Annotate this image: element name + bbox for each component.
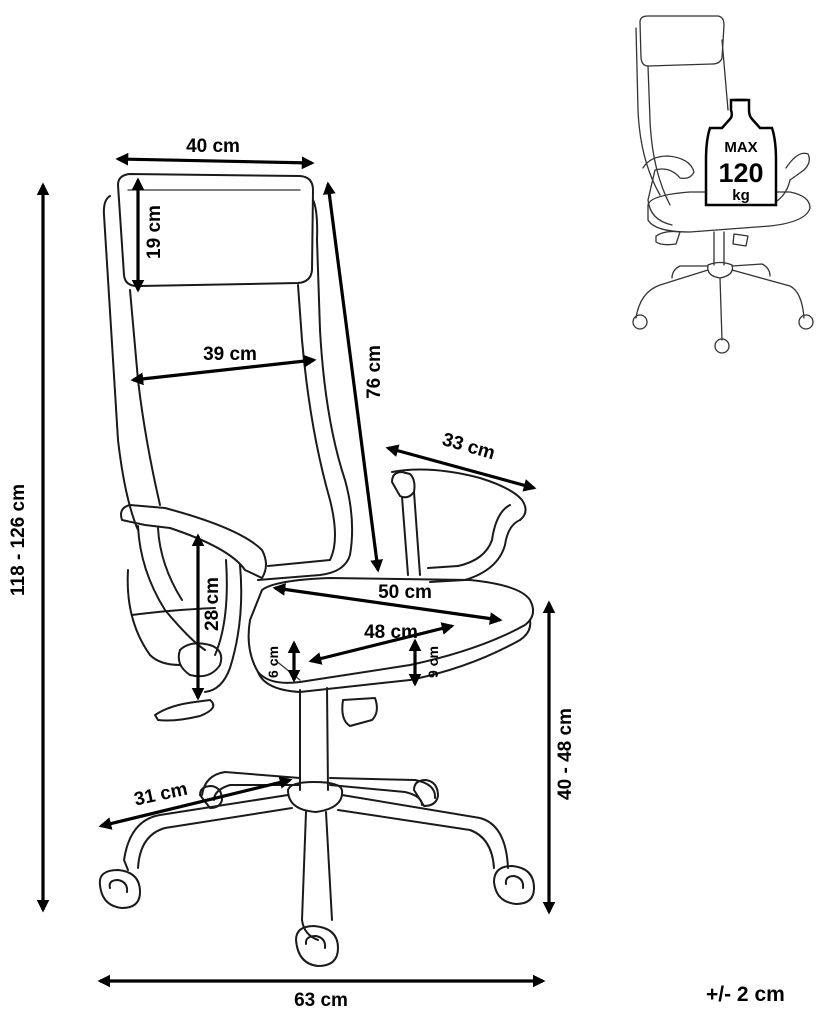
backrest-height-line [322, 181, 384, 573]
armrest-length-line [385, 444, 537, 492]
max-load-unit: kg [732, 187, 750, 204]
tolerance-note: +/- 2 cm [706, 983, 785, 1006]
weight-icon [704, 98, 778, 207]
seat-thickness-front-label: 6 cm [265, 646, 281, 678]
dimension-labels: 118 - 126 cm 40 cm 19 cm 39 cm 76 cm 33 … [8, 136, 576, 1011]
backrest-height-label: 76 cm [364, 345, 385, 399]
base-width-label: 63 cm [294, 990, 348, 1011]
seat-height-label: 40 - 48 cm [555, 708, 576, 800]
armrest-height-label: 28 cm [202, 577, 223, 631]
max-load-illustration: MAX 120 kg [632, 15, 814, 354]
max-load-label: MAX [724, 139, 757, 156]
seat-depth-line [308, 622, 455, 665]
seat-width-line [272, 583, 503, 625]
headrest-width-label: 40 cm [186, 136, 240, 157]
backrest-width-label: 39 cm [203, 344, 257, 365]
seat-depth-label: 48 cm [364, 622, 418, 643]
headrest-width-line [115, 152, 315, 170]
backrest-width-line [130, 354, 317, 386]
max-load-value: 120 [718, 158, 763, 188]
dimension-lines [36, 152, 556, 988]
leg-length-line [98, 776, 293, 830]
chair-illustration [98, 173, 535, 967]
total-height-label: 118 - 126 cm [8, 484, 29, 596]
seat-thickness-back-label: 9 cm [425, 646, 441, 678]
seat-width-label: 50 cm [378, 582, 432, 603]
armrest-length-label: 33 cm [440, 429, 498, 464]
headrest-height-label: 19 cm [144, 205, 165, 259]
